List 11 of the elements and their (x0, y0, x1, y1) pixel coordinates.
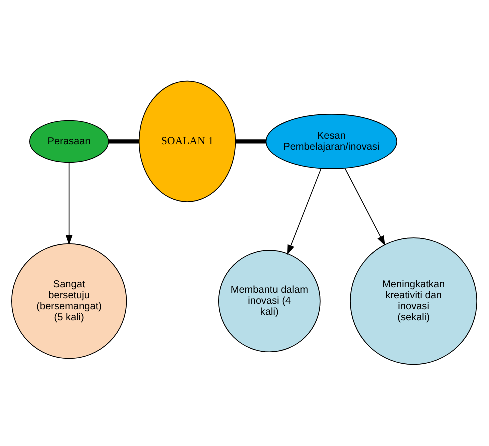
node-circle: Sangat bersetuju (bersemangat) (5 kali) (12, 244, 128, 360)
arrow (287, 168, 322, 256)
node-circle: Membantu dalam inovasi (4 kali) (218, 250, 321, 353)
node-ellipse: Kesan Pembelajaran/inovasi (266, 114, 398, 170)
arrow (344, 168, 386, 246)
node-ellipse: Perasaan (30, 120, 110, 164)
node-ellipse: SOALAN 1 (138, 80, 236, 202)
arrow (66, 162, 73, 246)
node-circle: Meningkatkan kreativiti dan inovasi (sekali) (350, 238, 478, 366)
connector (236, 140, 266, 144)
connector (108, 140, 140, 144)
